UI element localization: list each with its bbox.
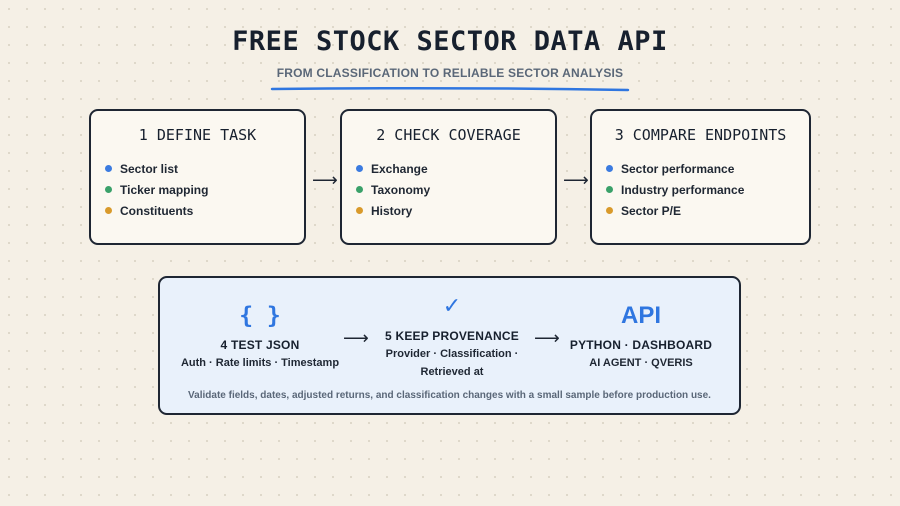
checkmark-icon: ✓ bbox=[442, 294, 462, 319]
panel-footnote: Validate fields, dates, adjusted returns… bbox=[188, 390, 711, 401]
page-title: FREE STOCK SECTOR DATA API bbox=[232, 26, 668, 57]
list-item: Ticker mapping bbox=[105, 179, 208, 200]
step-items: Sector list Ticker mapping Constituents bbox=[105, 158, 208, 221]
column-label: 5 KEEP PROVENANCE bbox=[385, 329, 519, 343]
column-label: 4 TEST JSON bbox=[220, 338, 300, 352]
step-title: 1 DEFINE TASK bbox=[138, 126, 257, 144]
list-item: Exchange bbox=[356, 158, 430, 179]
green-dot-icon bbox=[105, 186, 112, 193]
item-label: Sector P/E bbox=[621, 203, 682, 218]
step-title: 3 COMPARE ENDPOINTS bbox=[614, 126, 787, 144]
step-title: 2 CHECK COVERAGE bbox=[376, 126, 521, 144]
list-item: Sector P/E bbox=[606, 200, 744, 221]
item-label: Exchange bbox=[371, 161, 428, 176]
arrow-right-icon: ⟶ bbox=[343, 328, 369, 349]
blue-dot-icon bbox=[356, 165, 363, 172]
list-item: Constituents bbox=[105, 200, 208, 221]
list-item: Sector list bbox=[105, 158, 208, 179]
step-items: Sector performance Industry performance … bbox=[606, 158, 744, 221]
step-items: Exchange Taxonomy History bbox=[356, 158, 430, 221]
blue-dot-icon bbox=[606, 165, 613, 172]
blue-dot-icon bbox=[105, 165, 112, 172]
api-text-icon: API bbox=[620, 302, 661, 329]
column-desc: Auth · Rate limits · Timestamp bbox=[180, 357, 340, 369]
list-item: Industry performance bbox=[606, 179, 744, 200]
list-item: Sector performance bbox=[606, 158, 744, 179]
green-dot-icon bbox=[606, 186, 613, 193]
list-item: Taxonomy bbox=[356, 179, 430, 200]
page-subtitle: FROM CLASSIFICATION TO RELIABLE SECTOR A… bbox=[276, 66, 624, 80]
list-item: History bbox=[356, 200, 430, 221]
destinations-column: API PYTHON · DASHBOARD AI AGENT · QVERIS bbox=[541, 278, 741, 378]
item-label: Sector performance bbox=[621, 161, 735, 176]
arrow-right-icon: ⟶ bbox=[534, 328, 560, 349]
keep-provenance-column: ✓ 5 KEEP PROVENANCE Provider · Classific… bbox=[352, 278, 552, 379]
test-json-column: { } 4 TEST JSON Auth · Rate limits · Tim… bbox=[160, 278, 360, 378]
column-label: PYTHON · DASHBOARD bbox=[569, 338, 713, 352]
amber-dot-icon bbox=[606, 207, 613, 214]
item-label: Sector list bbox=[120, 161, 179, 176]
item-label: Constituents bbox=[120, 203, 194, 218]
amber-dot-icon bbox=[356, 207, 363, 214]
step-card-compare-endpoints: 3 COMPARE ENDPOINTS Sector performance I… bbox=[590, 109, 811, 245]
arrow-right-icon: ⟶ bbox=[563, 170, 589, 191]
item-label: Ticker mapping bbox=[120, 182, 209, 197]
item-label: Industry performance bbox=[621, 182, 745, 197]
column-desc-line-1: Provider · Classification · bbox=[385, 348, 519, 360]
column-desc-line-2: Retrieved at bbox=[420, 366, 484, 378]
item-label: Taxonomy bbox=[371, 182, 431, 197]
arrow-right-icon: ⟶ bbox=[312, 170, 338, 191]
item-label: History bbox=[371, 203, 413, 218]
json-braces-icon: { } bbox=[239, 303, 281, 329]
title-underline bbox=[270, 86, 630, 92]
column-desc: AI AGENT · QVERIS bbox=[589, 357, 693, 369]
step-card-define-task: 1 DEFINE TASK Sector list Ticker mapping… bbox=[89, 109, 306, 245]
step-card-check-coverage: 2 CHECK COVERAGE Exchange Taxonomy Histo… bbox=[340, 109, 557, 245]
validation-panel: { } 4 TEST JSON Auth · Rate limits · Tim… bbox=[158, 276, 741, 415]
green-dot-icon bbox=[356, 186, 363, 193]
amber-dot-icon bbox=[105, 207, 112, 214]
